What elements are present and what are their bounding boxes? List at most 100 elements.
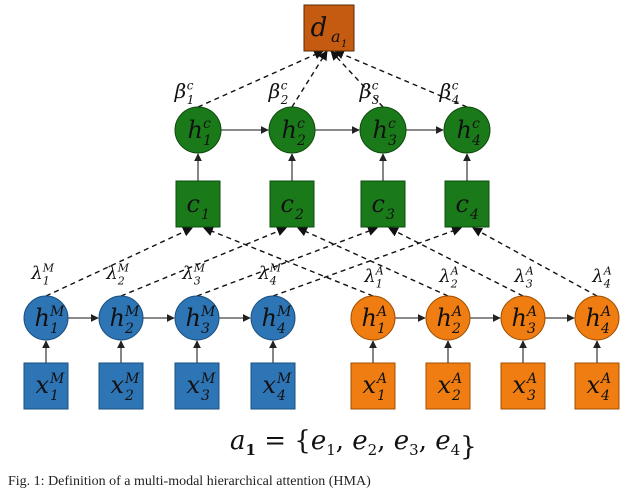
svg-text:h: h: [282, 116, 297, 144]
recurrent-edges: [42, 126, 601, 363]
context-hidden-node: [443, 106, 491, 154]
svg-text:λ: λ: [257, 263, 269, 284]
context-hidden-node: [268, 106, 316, 154]
svg-text:c: c: [388, 116, 396, 132]
attention-edges: [45, 49, 598, 297]
svg-text:2: 2: [451, 388, 461, 404]
svg-text:x: x: [587, 371, 601, 399]
lambda-m-edge: [272, 226, 462, 297]
svg-text:A: A: [375, 371, 387, 387]
svg-text:A: A: [525, 304, 537, 320]
svg-text:2: 2: [451, 321, 461, 337]
svg-text:c: c: [452, 79, 459, 93]
svg-text:h: h: [586, 304, 601, 332]
attack-input-node: [350, 362, 396, 410]
svg-text:3: 3: [526, 277, 533, 290]
svg-text:4: 4: [451, 93, 460, 107]
svg-text:2: 2: [450, 277, 458, 290]
beta-edge: [330, 50, 384, 108]
svg-text:h: h: [373, 116, 388, 144]
svg-text:λ: λ: [181, 263, 193, 284]
svg-text:h: h: [512, 304, 527, 332]
svg-text:λ: λ: [513, 266, 525, 287]
svg-text:1: 1: [187, 93, 195, 107]
svg-text:x: x: [111, 371, 125, 399]
svg-text:M: M: [124, 304, 140, 320]
svg-text:3: 3: [388, 133, 397, 149]
lambda-a-edge: [297, 227, 449, 297]
svg-text:3: 3: [372, 93, 380, 107]
set-equation: a1 = {e1, e2, e3, e4}: [230, 426, 477, 462]
svg-text:c: c: [281, 190, 294, 218]
svg-text:4: 4: [276, 321, 286, 337]
svg-text:M: M: [42, 261, 55, 274]
model-hidden-node: [23, 295, 69, 341]
svg-text:2: 2: [296, 133, 306, 149]
svg-text:2: 2: [294, 207, 304, 223]
svg-text:4: 4: [269, 274, 277, 287]
svg-text:4: 4: [603, 277, 611, 290]
svg-text:3: 3: [201, 388, 210, 404]
svg-text:M: M: [193, 261, 206, 274]
svg-text:c: c: [472, 116, 480, 132]
svg-text:2: 2: [280, 93, 289, 107]
svg-text:λ: λ: [105, 263, 117, 284]
context-input-node: [175, 180, 221, 228]
svg-text:β: β: [359, 79, 372, 103]
attack-hidden-node: [350, 295, 396, 341]
svg-text:M: M: [117, 261, 130, 274]
svg-text:x: x: [513, 371, 527, 399]
svg-text:A: A: [375, 304, 387, 320]
figure-caption: Fig. 1: Definition of a multi-modal hier…: [8, 474, 371, 489]
svg-text:1: 1: [50, 388, 59, 404]
lambda-a-edge: [388, 227, 524, 297]
svg-text:1: 1: [377, 388, 386, 404]
svg-text:3: 3: [386, 207, 395, 223]
svg-text:β: β: [439, 79, 452, 103]
svg-text:h: h: [437, 304, 452, 332]
svg-text:λ: λ: [591, 266, 603, 287]
context-input-node: [444, 180, 490, 228]
svg-text:a1 = {e1, e2, e3, e4}: a1 = {e1, e2, e3, e4}: [230, 426, 477, 462]
attack-hidden-node: [425, 295, 471, 341]
svg-text:3: 3: [194, 274, 201, 287]
svg-text:M: M: [49, 371, 65, 387]
svg-text:h: h: [457, 116, 472, 144]
lambda-a-edge: [472, 227, 598, 297]
context-hidden-node: [359, 106, 407, 154]
model-input-node: [98, 362, 144, 410]
model-hidden-node: [98, 295, 144, 341]
svg-text:M: M: [124, 371, 140, 387]
lambda-a-edge: [203, 226, 374, 297]
svg-text:h: h: [188, 116, 203, 144]
svg-text:c: c: [372, 79, 379, 93]
svg-text:h: h: [262, 304, 277, 332]
svg-text:1: 1: [203, 133, 212, 149]
model-input-node: [174, 362, 220, 410]
model-input-node: [23, 362, 69, 410]
nodes: [23, 4, 620, 410]
svg-text:a: a: [331, 27, 341, 46]
svg-text:h: h: [362, 304, 377, 332]
svg-text:β: β: [174, 79, 187, 103]
